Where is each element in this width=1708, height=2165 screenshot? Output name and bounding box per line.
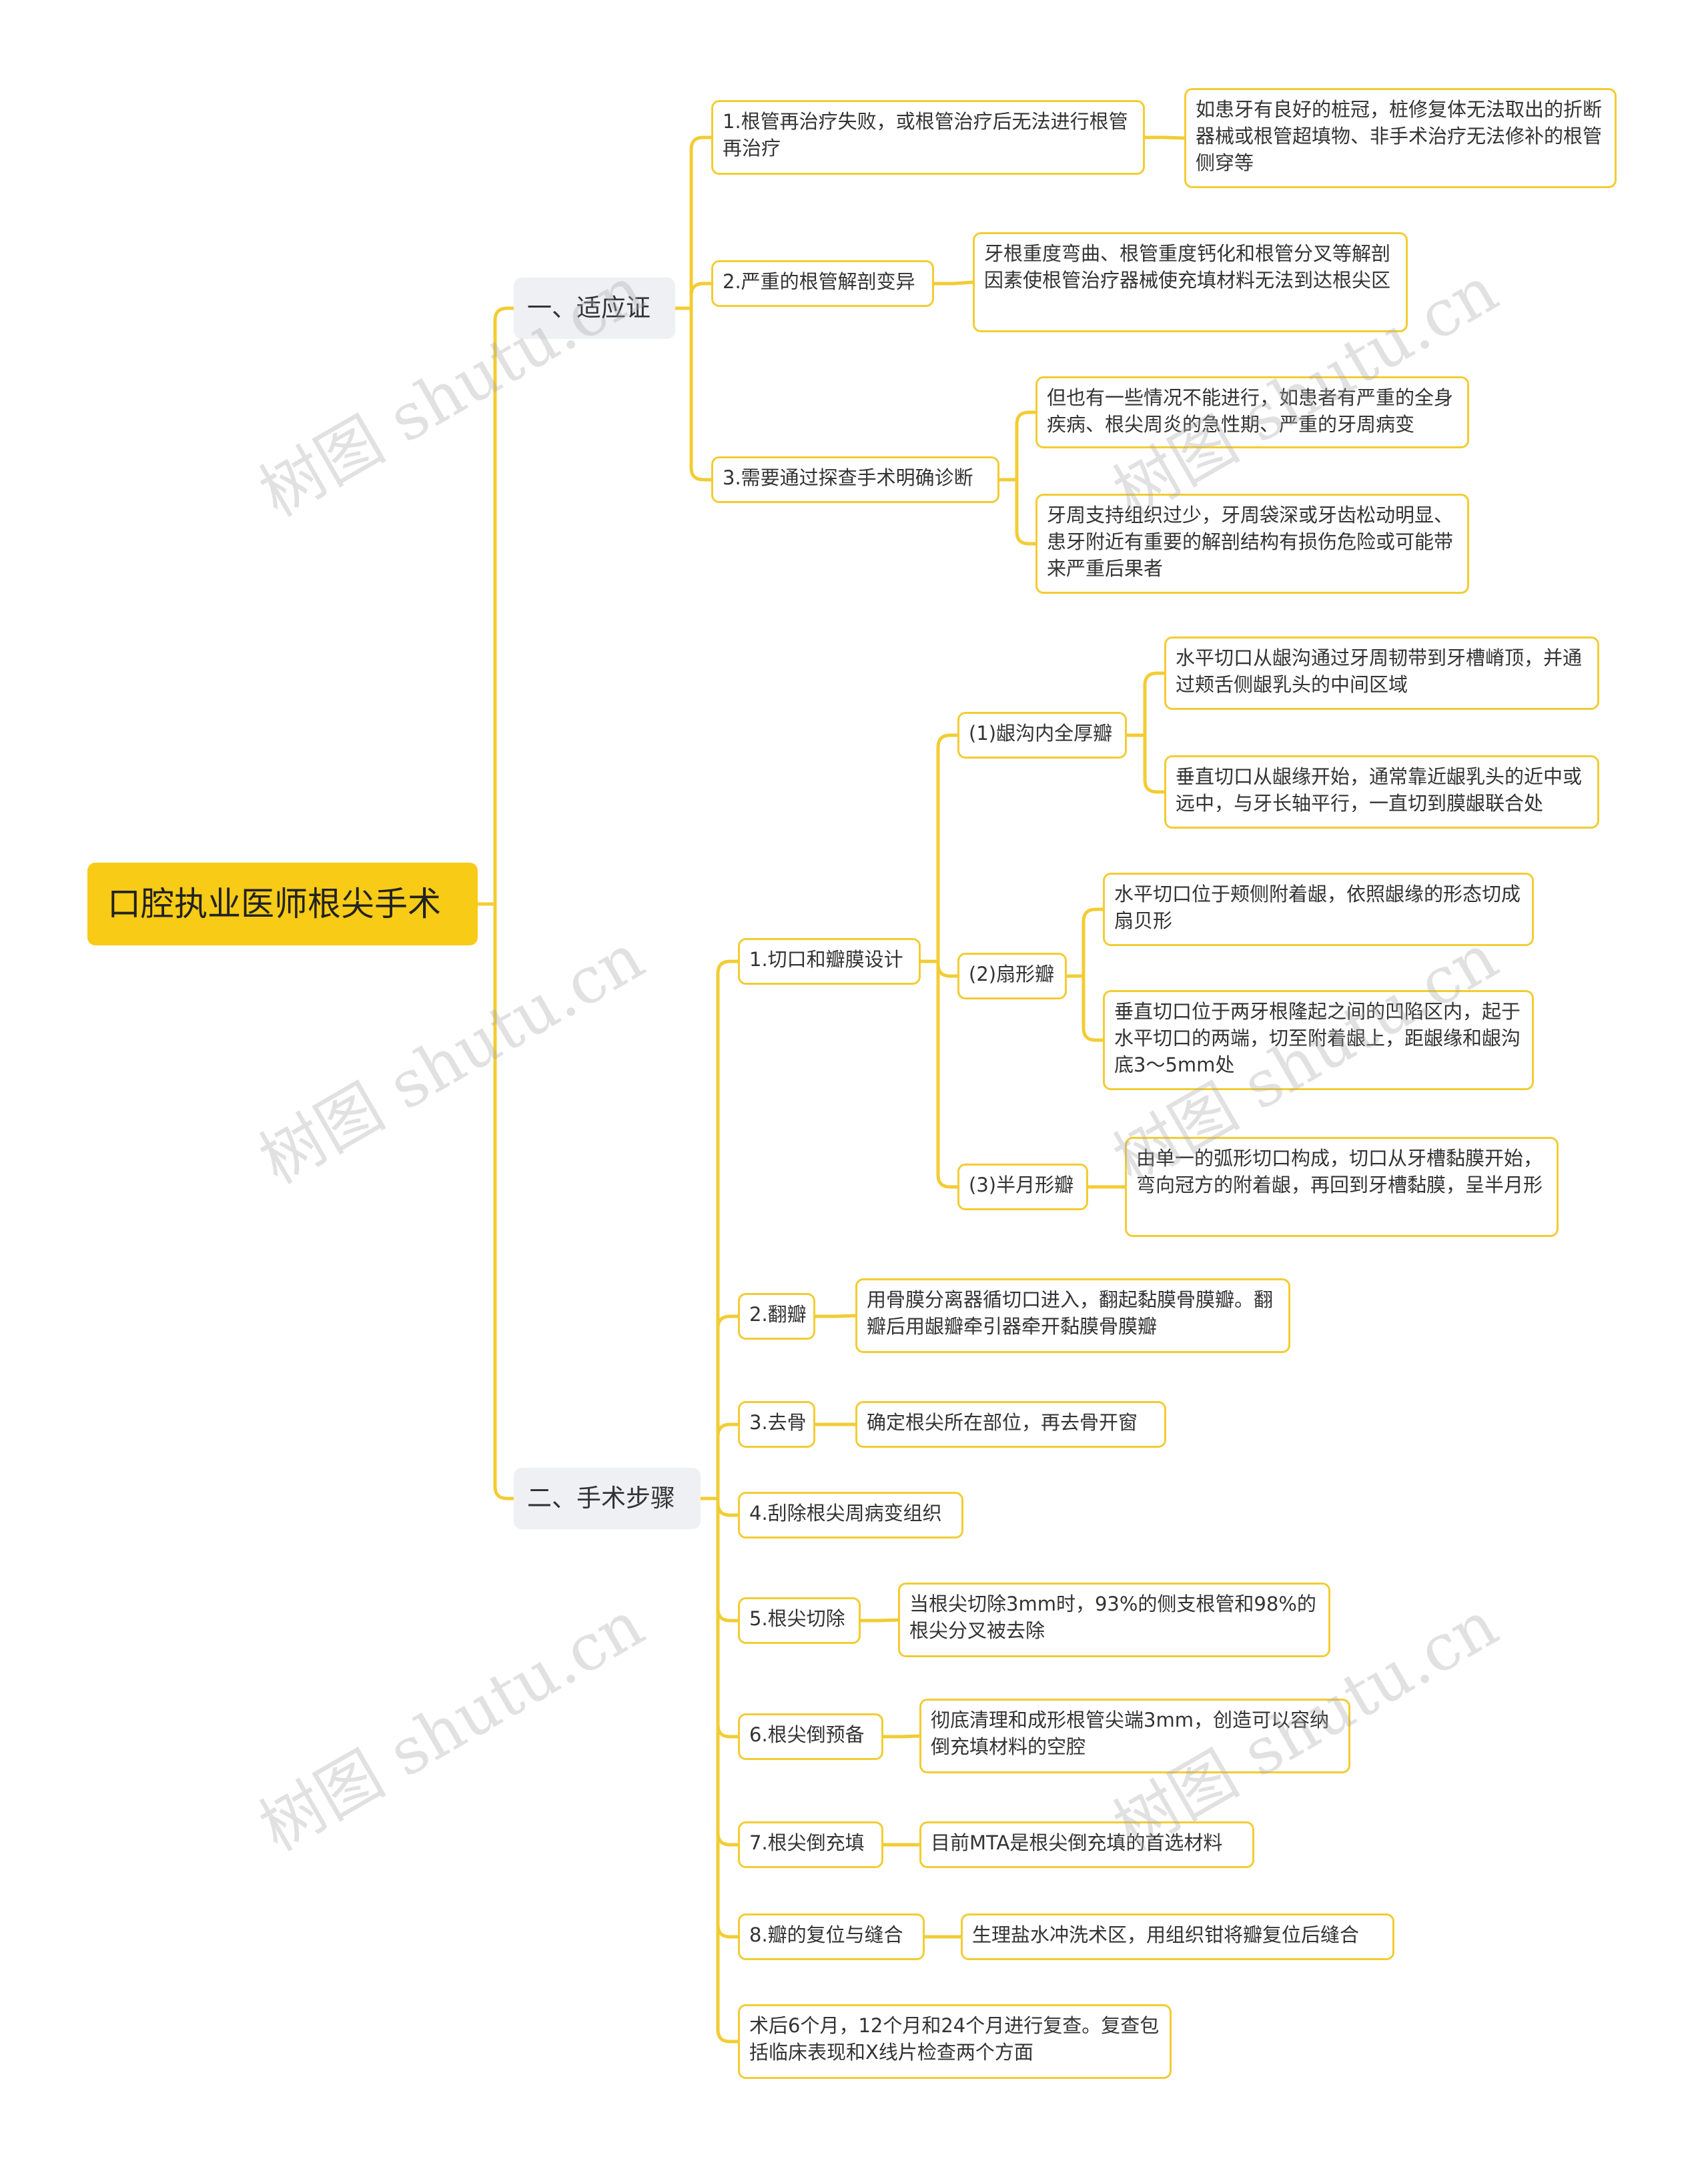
connector [716,1496,740,1939]
connector [1015,410,1037,482]
step-follow-up[interactable]: 术后6个月，12个月和24个月进行复查。复查包括临床表现和X线片检查两个方面 [738,2004,1172,2079]
connector [493,306,516,906]
step-7-root-end-filling[interactable]: 7.根尖倒充填 [738,1821,883,1868]
indication-item-2[interactable]: 2.严重的根管解剖变异 [711,260,934,307]
connector [689,282,713,310]
connector [1143,733,1166,794]
flap-type-3-detail[interactable]: 由单一的弧形切口构成，切口从牙槽黏膜开始，弯向冠方的附着龈，再回到牙槽黏膜，呈半… [1125,1137,1559,1237]
branch-surgical-steps[interactable]: 二、手术步骤 [514,1468,701,1529]
indication-detail-2[interactable]: 牙根重度弯曲、根管重度钙化和根管分叉等解剖因素使根管治疗器械使充填材料无法到达根… [973,232,1408,332]
flap-type-1-detail-b[interactable]: 垂直切口从龈缘开始，通常靠近龈乳头的近中或远中，与牙长轴平行，一直切到膜龈联合处 [1164,755,1599,829]
step-3-detail[interactable]: 确定根尖所在部位，再去骨开窗 [855,1401,1166,1448]
step-6-root-end-preparation[interactable]: 6.根尖倒预备 [738,1713,883,1760]
indication-detail-3a[interactable]: 但也有一些情况不能进行，如患者有严重的全身疾病、根尖周炎的急性期、严重的牙周病变 [1035,376,1469,448]
step-5-detail[interactable]: 当根尖切除3mm时，93%的侧支根管和98%的根尖分叉被去除 [898,1583,1330,1657]
flap-type-2-detail-b[interactable]: 垂直切口位于两牙根隆起之间的凹陷区内，起于水平切口的两端，切至附着龈上，距龈缘和… [1103,990,1534,1090]
connector [716,1314,740,1500]
step-6-detail[interactable]: 彻底清理和成形根管尖端3mm，创造可以容纳倒充填材料的空腔 [919,1699,1350,1773]
step-2-detail[interactable]: 用骨膜分离器循切口进入，翻起黏膜骨膜瓣。翻瓣后用龈瓣牵引器牵开黏膜骨膜瓣 [855,1278,1290,1353]
indication-item-3[interactable]: 3.需要通过探查手术明确诊断 [711,456,999,503]
connector [1143,671,1166,737]
flap-type-2-detail-a[interactable]: 水平切口位于颊侧附着龈，依照龈缘的形态切成扇贝形 [1103,873,1534,946]
flap-type-1-detail-a[interactable]: 水平切口从龈沟通过牙周韧带到牙槽嵴顶，并通过颊舌侧龈乳头的中间区域 [1164,636,1599,710]
step-5-apicoectomy[interactable]: 5.根尖切除 [738,1597,861,1644]
connector [1082,907,1105,978]
connector [936,959,959,978]
step-1-incision-flap[interactable]: 1.切口和瓣膜设计 [738,938,921,985]
connector [899,1734,921,1739]
flap-type-2[interactable]: (2)扇形瓣 [957,953,1067,999]
connector [716,1496,740,1847]
connector [689,135,713,310]
step-4-curettage[interactable]: 4.刮除根尖周病变组织 [738,1492,963,1539]
connector [1162,135,1186,140]
connector [1015,478,1037,546]
step-2-flap-reflection[interactable]: 2.翻瓣 [738,1293,815,1340]
connector [689,306,713,482]
step-8-detail[interactable]: 生理盐水冲洗术区，用组织钳将瓣复位后缝合 [961,1913,1394,1960]
connector [1082,974,1105,1042]
indication-detail-3b[interactable]: 牙周支持组织过少，牙周袋深或牙齿松动明显、患牙附近有重要的解剖结构有损伤危险或可… [1035,494,1469,594]
step-3-bone-removal[interactable]: 3.去骨 [738,1401,815,1448]
indication-item-1[interactable]: 1.根管再治疗失败，或根管治疗后无法进行根管再治疗 [711,100,1145,175]
connector [877,1618,900,1623]
step-7-detail[interactable]: 目前MTA是根尖倒充填的首选材料 [919,1821,1254,1868]
flap-type-1[interactable]: (1)龈沟内全厚瓣 [957,712,1127,759]
connector [936,959,959,1189]
connector [716,1496,740,2044]
connector [716,959,740,1500]
flap-type-3[interactable]: (3)半月形瓣 [957,1164,1088,1210]
connector [716,1496,740,1517]
connector [951,280,975,286]
connector [716,1422,740,1500]
step-8-repositioning-suture[interactable]: 8.瓣的复位与缝合 [738,1913,925,1960]
connector [936,733,959,963]
indication-detail-1[interactable]: 如患牙有良好的桩冠，桩修复体无法取出的折断器械或根管超填物、非手术治疗无法修补的… [1184,88,1617,188]
branch-indications[interactable]: 一、适应证 [514,278,675,339]
connector [493,902,516,1500]
root-topic[interactable]: 口腔执业医师根尖手术 [87,863,478,945]
